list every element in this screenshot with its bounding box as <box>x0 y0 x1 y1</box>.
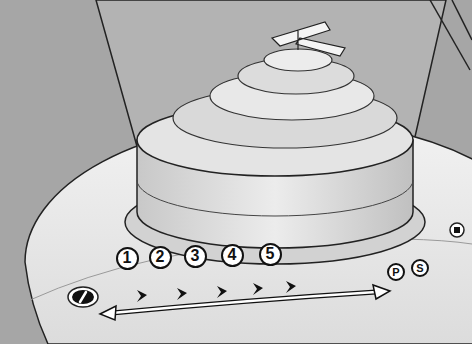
arrow-head <box>100 306 116 320</box>
icon-button <box>454 227 460 233</box>
blade <box>272 22 345 56</box>
range-arrow <box>112 292 376 313</box>
arrow-head <box>373 285 390 299</box>
speed-number: 1 <box>116 247 139 270</box>
speed-number: 5 <box>259 243 282 266</box>
range-arrow <box>112 292 376 313</box>
program-button: S <box>411 259 429 277</box>
jar-handle <box>452 0 472 40</box>
node-label: 2 <box>156 249 165 265</box>
speed-number: 2 <box>149 246 172 269</box>
node-label: 5 <box>266 246 275 262</box>
off-symbol <box>68 287 98 307</box>
program-button: P <box>387 263 405 281</box>
chevron <box>253 283 263 295</box>
off-symbol <box>72 290 94 304</box>
chevron <box>177 288 187 300</box>
chevron <box>137 290 147 302</box>
node-label: 3 <box>191 248 200 264</box>
node-label: 1 <box>123 250 132 266</box>
chevron <box>217 286 227 298</box>
node-label: P <box>392 267 399 278</box>
speed-number: 4 <box>221 244 244 267</box>
collar-line <box>137 180 413 216</box>
icon-button <box>450 223 464 237</box>
chevron <box>286 281 296 293</box>
blade-hub <box>264 49 332 71</box>
node-label: S <box>416 263 423 274</box>
jar-handle <box>430 0 470 70</box>
speed-number: 3 <box>184 245 207 268</box>
node-label: 4 <box>228 247 237 263</box>
off-symbol <box>80 292 86 302</box>
